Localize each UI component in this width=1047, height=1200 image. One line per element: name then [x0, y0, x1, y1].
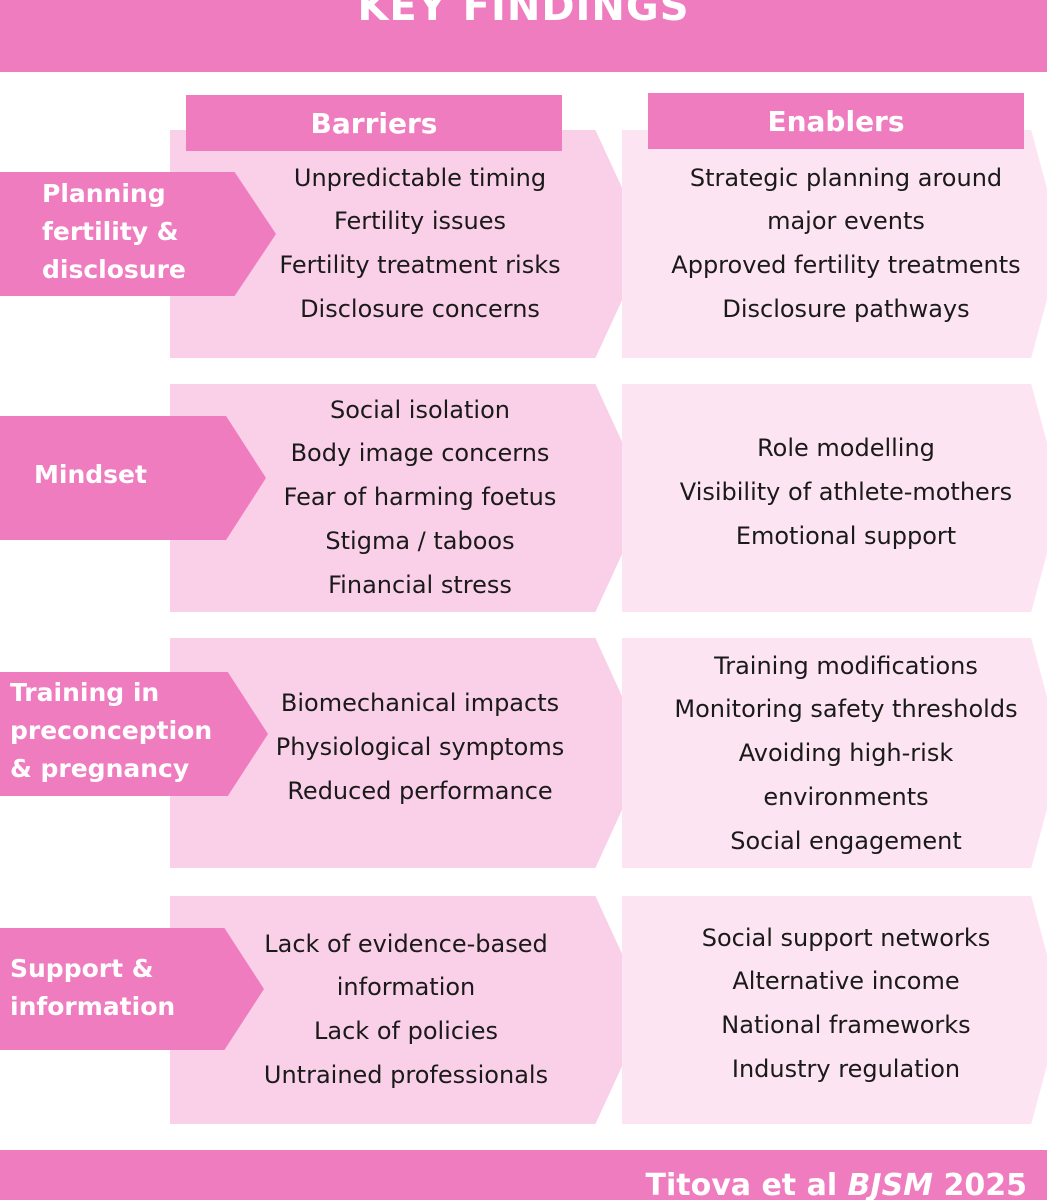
column-header-barriers: Barriers — [186, 95, 562, 151]
row-label-support-text: Support & information — [10, 954, 176, 1021]
page-title: KEY FINDINGS — [357, 0, 690, 30]
list-item: Training modifications — [714, 651, 978, 680]
header-banner: KEY FINDINGS — [0, 0, 1047, 72]
row-label-planning-text: Planning fertility & disclosure — [42, 179, 186, 284]
column-header-enablers: Enablers — [648, 93, 1024, 149]
row-label-support — [0, 928, 264, 1050]
list-item: Social isolation — [330, 395, 510, 424]
list-item: Avoiding high-risk — [738, 739, 954, 768]
enablers-box-planning — [622, 130, 1047, 358]
list-item: Social support networks — [701, 923, 991, 952]
citation: Titova et al BJSM 2025 — [645, 1168, 1028, 1200]
list-item: Stigma / taboos — [325, 526, 515, 555]
row-label-training — [0, 672, 268, 796]
list-item: Fertility issues — [334, 207, 506, 236]
barriers-list-planning: Unpredictable timing Fertility issues Fe… — [250, 130, 590, 358]
list-item: Strategic planning around — [689, 163, 1003, 192]
list-item: Social engagement — [730, 826, 962, 855]
footer-banner: Titova et al BJSM 2025 — [0, 1150, 1047, 1200]
barriers-list-training: Biomechanical impacts Physiological symp… — [250, 638, 590, 858]
enablers-list-support: Social support networks Alternative inco… — [646, 916, 1046, 1092]
list-item: Physiological symptoms — [275, 733, 565, 762]
row-label-mindset — [0, 416, 266, 540]
enablers-list-mindset: Role modelling Visibility of athlete-mot… — [646, 384, 1046, 602]
barriers-list-support: Lack of evidence-based information Lack … — [236, 922, 576, 1098]
enablers-box-training — [622, 638, 1047, 868]
list-item: Fertility treatment risks — [279, 251, 561, 279]
list-item: Alternative income — [732, 967, 960, 996]
list-item: Reduced performance — [287, 776, 553, 805]
list-item: Body image concerns — [290, 439, 550, 468]
list-item: National frameworks — [721, 1011, 971, 1039]
list-item: Role modelling — [757, 434, 935, 463]
list-item: environments — [763, 782, 929, 811]
list-item: Lack of evidence-based — [264, 929, 548, 958]
list-item: Lack of policies — [314, 1017, 498, 1045]
list-item: Visibility of athlete-mothers — [679, 478, 1013, 507]
list-item: Emotional support — [735, 521, 957, 550]
enablers-list-training: Training modifications Monitoring safety… — [646, 645, 1046, 863]
list-item: Approved fertility treatments — [671, 251, 1021, 279]
row-label-training-text: Training in preconception & pregnancy — [10, 678, 213, 783]
list-item: major events — [767, 207, 925, 236]
enablers-list-planning: Strategic planning around major events A… — [646, 130, 1046, 358]
row-label-mindset-text: Mindset — [34, 460, 147, 489]
row-label-planning — [0, 172, 276, 296]
enablers-box-support — [622, 896, 1047, 1124]
list-item: Unpredictable timing — [293, 163, 547, 192]
list-item: Fear of harming foetus — [283, 483, 557, 512]
list-item: Biomechanical impacts — [280, 689, 560, 718]
list-item: Disclosure concerns — [300, 294, 540, 323]
list-item: Industry regulation — [731, 1054, 961, 1083]
list-item: information — [336, 973, 476, 1002]
list-item: Untrained professionals — [263, 1060, 549, 1089]
barriers-list-mindset: Social isolation Body image concerns Fea… — [250, 389, 590, 607]
enablers-box-mindset — [622, 384, 1047, 612]
list-item: Monitoring safety thresholds — [674, 695, 1018, 724]
list-item: Financial stress — [328, 570, 512, 599]
list-item: Disclosure pathways — [722, 294, 970, 323]
